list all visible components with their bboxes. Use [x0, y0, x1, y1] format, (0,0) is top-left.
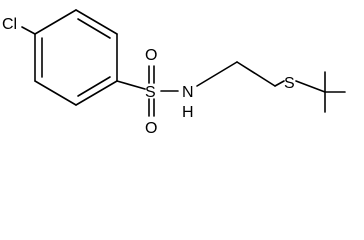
atom-label-s-thioether: S [284, 75, 295, 92]
atom-label-n: N [182, 84, 194, 101]
ring-bond-3 [75, 80, 118, 106]
molecule-drawing: Cl S O O N H S [2, 9, 346, 137]
atom-label-s-sulfonyl: S [145, 84, 156, 101]
atom-label-o-top: O [145, 47, 157, 64]
ring-bond-1 [75, 9, 118, 35]
bond-c1-c2 [236, 61, 276, 87]
structure-diagram: Cl S O O N H S [2, 9, 346, 137]
ring-bond-4 [34, 80, 77, 106]
bond-n-c1 [196, 61, 238, 87]
bond-c2-s [274, 80, 285, 87]
bond-s-ctert [295, 80, 326, 93]
atom-label-o-bottom: O [145, 120, 157, 137]
ring-inner-bond-1 [77, 18, 111, 39]
ring-bond-6 [34, 9, 77, 35]
atom-label-h: H [182, 104, 194, 121]
atom-label-cl: Cl [2, 16, 17, 33]
bond-ring-cl [21, 26, 36, 35]
ring-inner-bond-2 [77, 76, 111, 97]
bond-ring-s [116, 80, 146, 90]
